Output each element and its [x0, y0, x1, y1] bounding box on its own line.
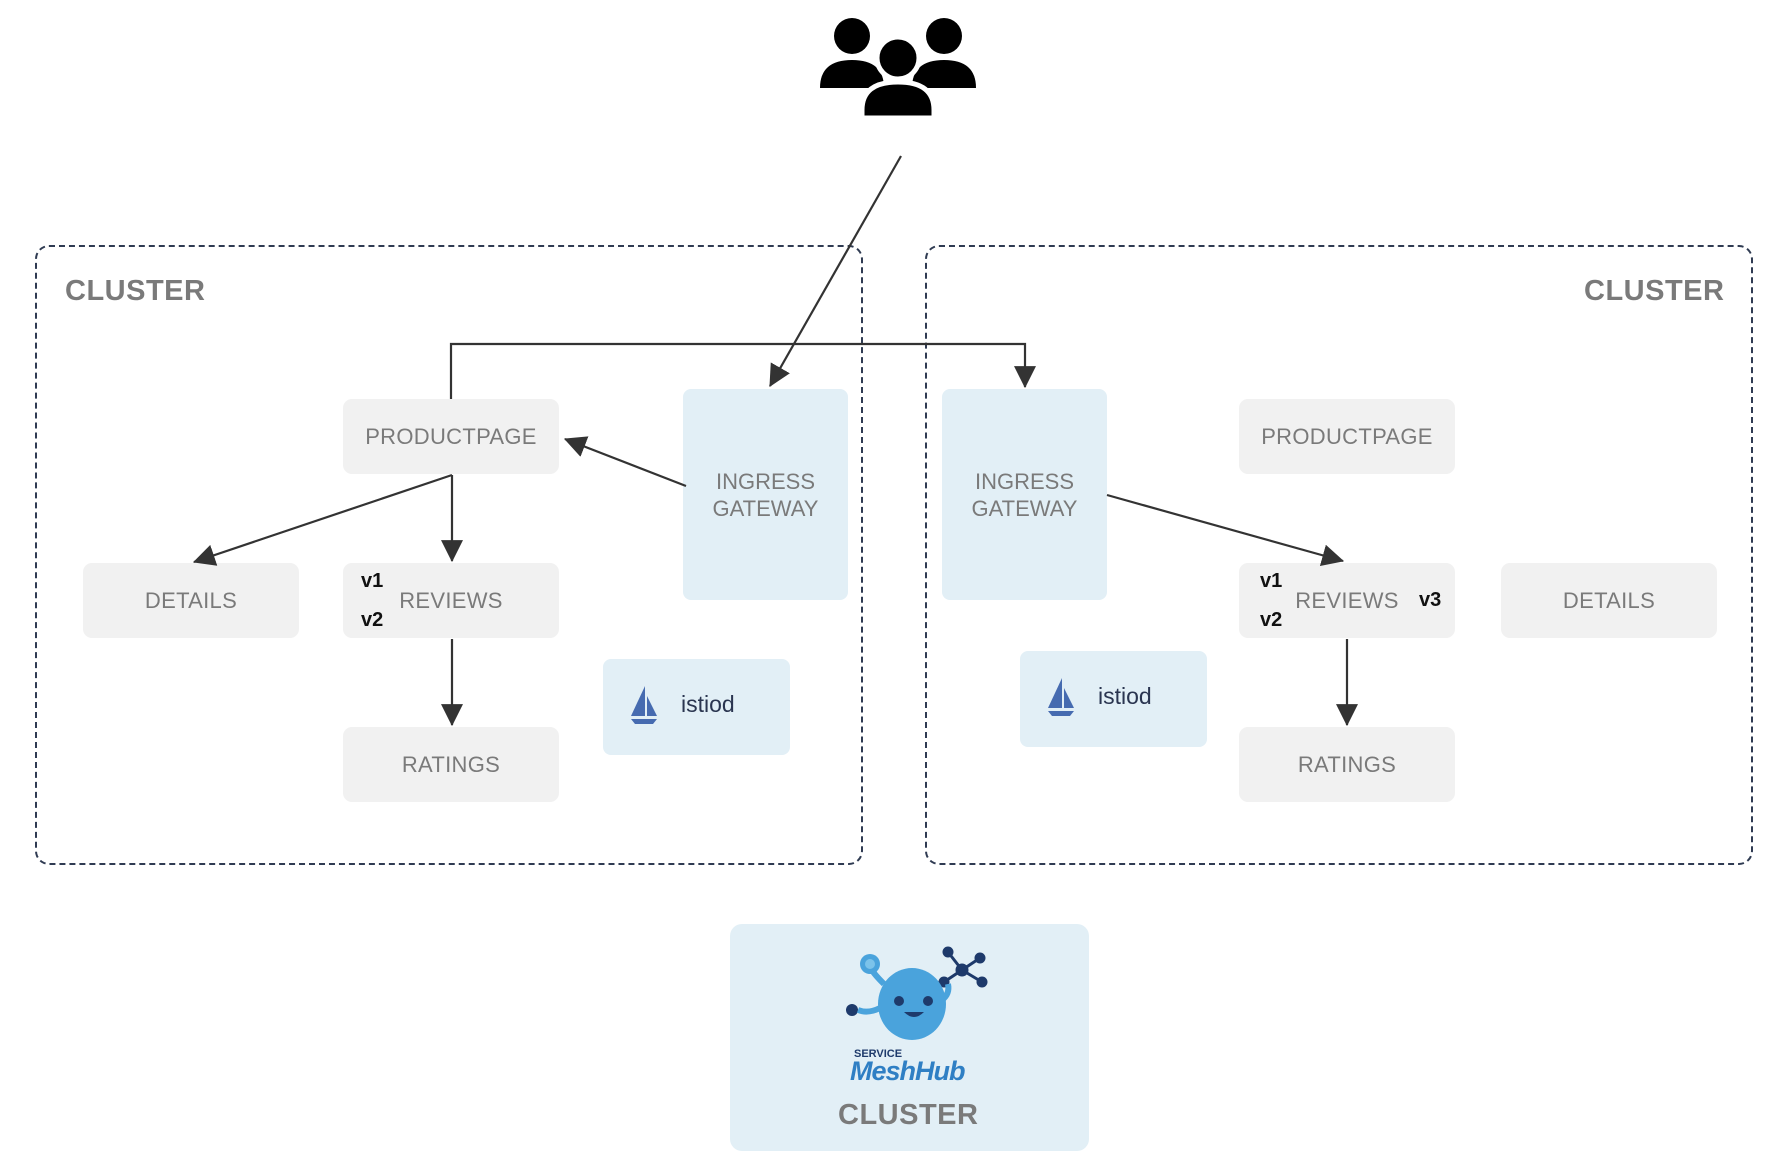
left-istiod-label: istiod	[681, 691, 735, 717]
meshhub-logo-small-text: SERVICE	[854, 1048, 903, 1060]
right-ingress-line2: GATEWAY	[971, 495, 1078, 521]
right-ingress-line1: INGRESS	[974, 468, 1075, 494]
right-ingress-gateway: INGRESS GATEWAY	[942, 389, 1107, 600]
left-details-service: DETAILS	[83, 563, 299, 638]
left-details-label: DETAILS	[144, 587, 238, 613]
right-cluster-boundary	[925, 245, 1753, 865]
right-productpage-service: PRODUCTPAGE	[1239, 399, 1455, 474]
right-productpage-label: PRODUCTPAGE	[1261, 423, 1433, 449]
left-ingress-gateway: INGRESS GATEWAY	[683, 389, 848, 600]
left-productpage-label: PRODUCTPAGE	[365, 423, 537, 449]
left-ingress-line1: INGRESS	[715, 468, 816, 494]
left-reviews-version-v1: v1	[361, 570, 384, 592]
left-productpage-service: PRODUCTPAGE	[343, 399, 559, 474]
right-reviews-service: REVIEWS	[1239, 563, 1455, 638]
right-reviews-label: REVIEWS	[1295, 587, 1399, 613]
right-ratings-service: RATINGS	[1239, 727, 1455, 802]
management-cluster: SERVICE MeshHub CLUSTER	[730, 924, 1089, 1151]
left-reviews-label: REVIEWS	[399, 587, 503, 613]
left-ingress-line2: GATEWAY	[712, 495, 819, 521]
meshhub-logo-text: MeshHub	[850, 1056, 965, 1086]
left-istiod: istiod	[603, 659, 790, 755]
right-reviews-version-v1: v1	[1260, 570, 1283, 592]
right-istiod: istiod	[1020, 651, 1207, 747]
users-icon	[820, 18, 976, 118]
management-cluster-title: CLUSTER	[838, 1099, 979, 1131]
left-reviews-version-v2: v2	[361, 609, 384, 631]
right-reviews-version-v3: v3	[1419, 589, 1442, 611]
meshhub-mascot-icon	[846, 946, 988, 1040]
right-reviews-version-v2: v2	[1260, 609, 1283, 631]
left-reviews-service: REVIEWS	[343, 563, 559, 638]
left-ratings-service: RATINGS	[343, 727, 559, 802]
istio-sail-icon	[1048, 678, 1074, 716]
right-details-service: DETAILS	[1501, 563, 1717, 638]
left-cluster-title: CLUSTER	[65, 275, 206, 307]
left-ratings-label: RATINGS	[401, 751, 501, 777]
right-istiod-label: istiod	[1098, 683, 1152, 709]
right-cluster-title: CLUSTER	[1584, 275, 1725, 307]
istio-sail-icon	[631, 686, 657, 724]
left-cluster-boundary	[35, 245, 863, 865]
right-ratings-label: RATINGS	[1297, 751, 1397, 777]
right-details-label: DETAILS	[1562, 587, 1656, 613]
